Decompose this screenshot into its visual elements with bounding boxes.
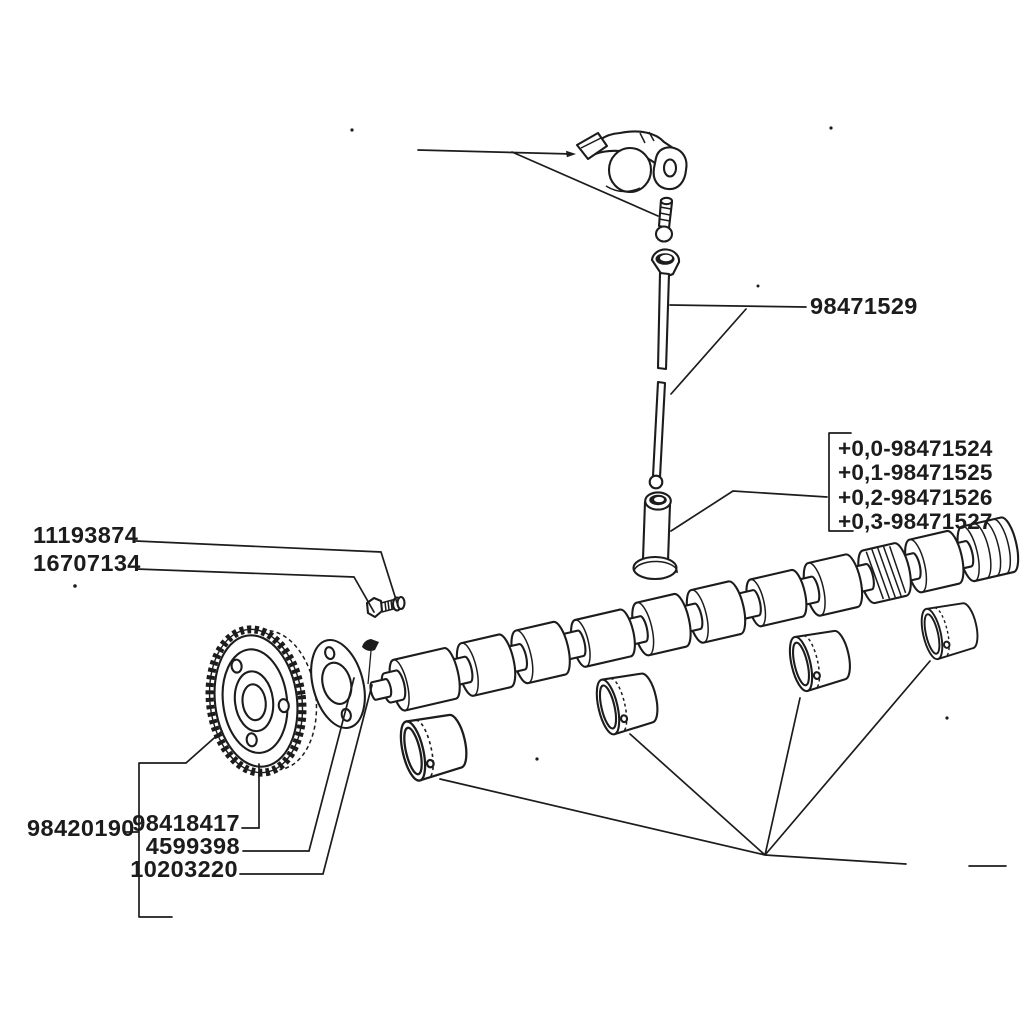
label-thrust-plate: 4599398 [146,833,240,859]
label-tappet-size-1: +0,1-98471525 [838,460,993,485]
pushrod [648,248,681,490]
thrust-plate [310,639,366,729]
label-tappet-size-2: +0,2-98471526 [838,485,993,510]
tappet-lifter [632,491,678,581]
label-woodruff-key: 10203220 [130,856,238,882]
label-tappet-size-3: +0,3-98471527 [838,509,993,534]
bolt-washer [396,595,406,611]
cam-bearing-bushing-3 [784,625,856,695]
cam-bearing-bushing-2 [591,667,664,738]
cam-bearing-bushing-1 [395,708,473,784]
gear-bolt [365,595,406,619]
label-gear-bolt: 11193874 [33,522,138,548]
scan-specks [73,126,949,761]
camshaft [369,516,1020,712]
label-camshaft-kit: 98420190 [27,815,135,841]
leader-lines [123,149,1007,918]
woodruff-key [362,639,379,685]
adjusting-screw [654,196,674,243]
cam-bearing-bushing-4 [916,597,983,663]
label-tappet-size-0: +0,0-98471524 [838,436,993,461]
rocker-arm [575,130,688,194]
label-pushrod: 98471529 [810,293,918,319]
label-gear-bolt-washer: 16707134 [33,550,141,576]
label-timing-gear: 98418417 [132,810,240,836]
timing-gear [205,625,318,777]
